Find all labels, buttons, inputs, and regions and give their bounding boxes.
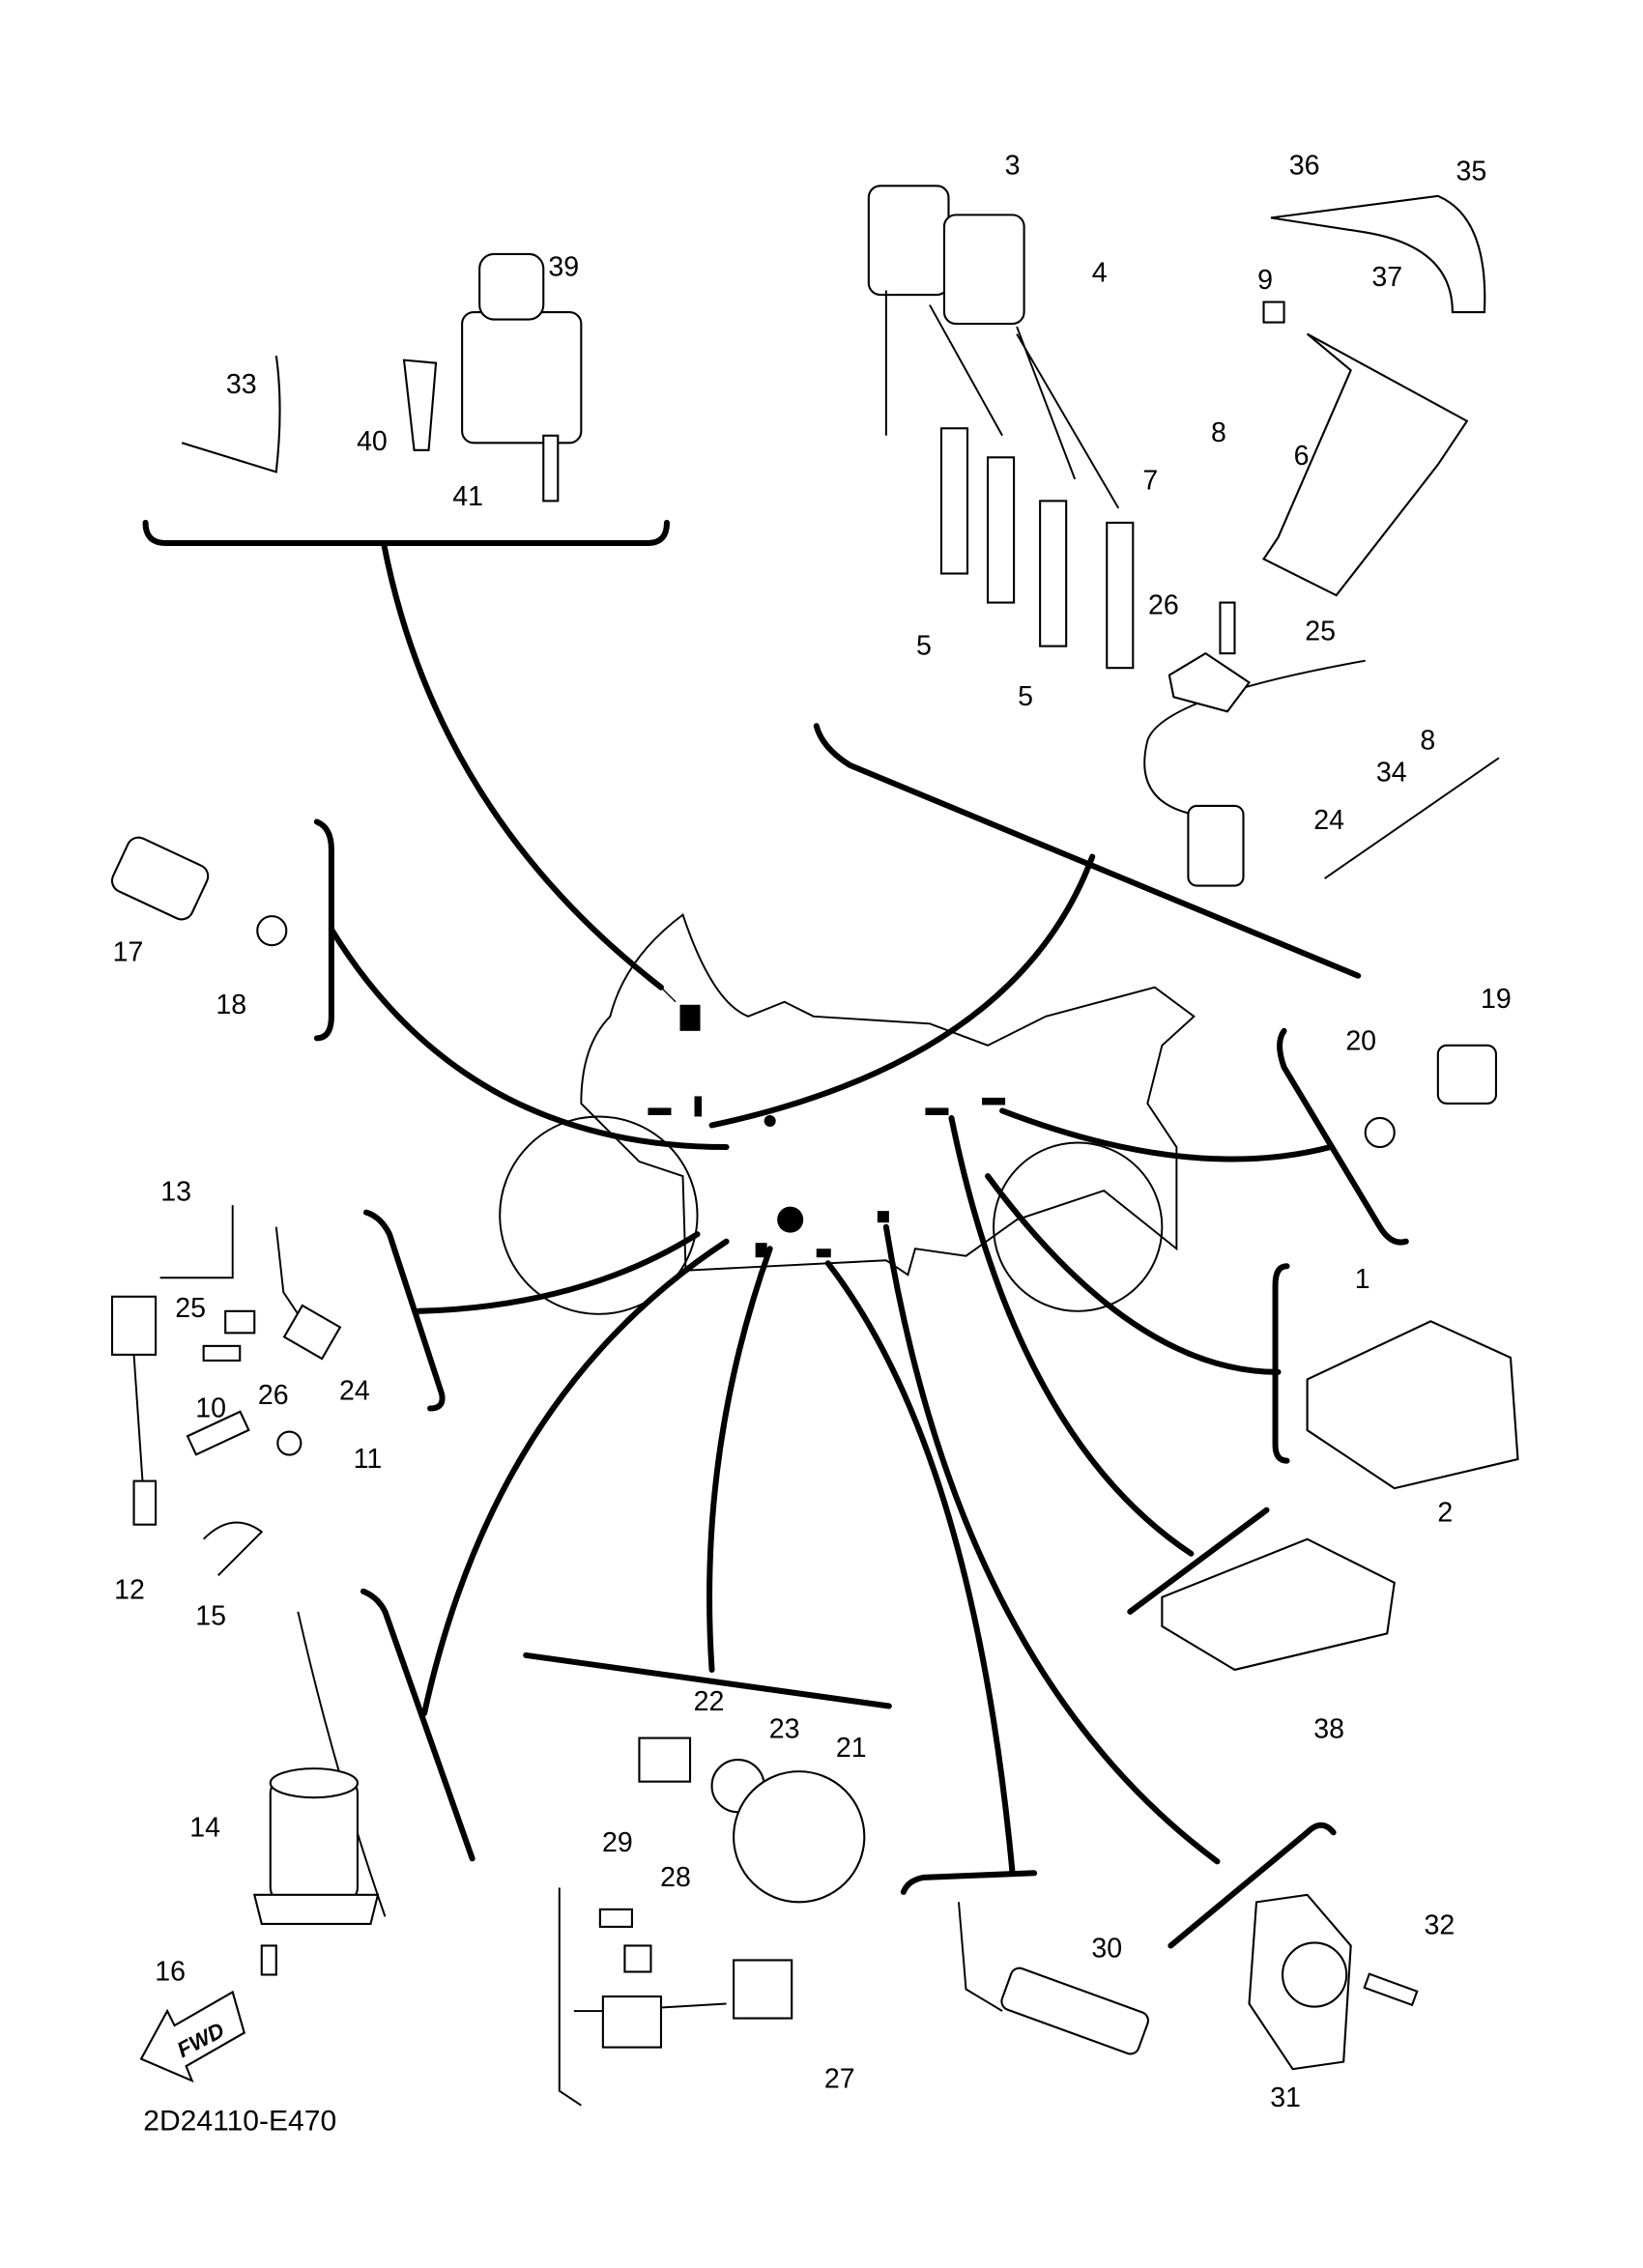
callout-21: 21	[836, 1733, 867, 1764]
callout-24: 24	[339, 1375, 370, 1406]
callout-31: 31	[1270, 2082, 1301, 2113]
callout-8: 8	[1211, 417, 1226, 448]
callout-41: 41	[452, 481, 483, 512]
callout-27: 27	[824, 2064, 855, 2095]
callout-22: 22	[694, 1686, 725, 1717]
crank-sensor	[733, 1959, 793, 2020]
callout-18: 18	[216, 990, 246, 1020]
callout-20: 20	[1345, 1025, 1376, 1056]
callout-5: 5	[1018, 681, 1033, 712]
callout-25: 25	[175, 1293, 206, 1324]
callout-29: 29	[602, 1827, 633, 1858]
callout-14: 14	[189, 1813, 220, 1844]
callout-11: 11	[354, 1444, 383, 1475]
callout-25: 25	[1305, 617, 1336, 647]
group-brackets	[142, 519, 1409, 1949]
sensor	[1187, 804, 1245, 887]
callout-2: 2	[1437, 1498, 1453, 1529]
callout-10: 10	[195, 1392, 226, 1423]
callout-3: 3	[1005, 150, 1021, 181]
callout-26: 26	[258, 1380, 289, 1411]
callout-6: 6	[1294, 441, 1310, 472]
motorcycle-outline	[499, 913, 1196, 1315]
callout-7: 7	[1142, 465, 1158, 496]
callout-26: 26	[1148, 590, 1179, 621]
o2-sensor	[1000, 1967, 1150, 2055]
leader-lines	[328, 539, 1334, 1877]
callout-13: 13	[160, 1177, 191, 1208]
callout-12: 12	[114, 1574, 145, 1605]
ignition-coil	[942, 214, 1025, 326]
main-switch	[461, 310, 583, 445]
callout-9: 9	[1257, 265, 1273, 296]
temperature-sensor	[110, 836, 210, 921]
callout-23: 23	[769, 1714, 800, 1745]
callout-28: 28	[660, 1862, 691, 1893]
callout-38: 38	[1313, 1714, 1344, 1745]
ecu	[1306, 1320, 1519, 1490]
callout-19: 19	[1481, 984, 1512, 1015]
callout-16: 16	[155, 1956, 186, 1987]
parts	[110, 185, 1519, 2107]
callout-24: 24	[1313, 805, 1344, 836]
callout-36: 36	[1289, 150, 1320, 181]
pressure-sensor	[1436, 1044, 1497, 1105]
callout-5: 5	[916, 631, 932, 662]
callout-37: 37	[1371, 262, 1402, 293]
callouts: 3 4 36 35 39 9 37 33 40 8 7 6 41 25 26 5…	[113, 150, 1512, 2113]
forward-arrow-icon: FWD	[139, 1990, 245, 2083]
callout-8: 8	[1420, 725, 1435, 756]
callout-15: 15	[195, 1600, 226, 1631]
callout-33: 33	[226, 369, 257, 400]
diagram-code: 2D24110-E470	[143, 2105, 336, 2137]
callout-17: 17	[113, 937, 144, 968]
callout-32: 32	[1424, 1909, 1455, 1940]
ignition-coil	[867, 185, 950, 297]
callout-30: 30	[1091, 1933, 1122, 1964]
callout-35: 35	[1456, 156, 1487, 187]
control-unit	[1161, 1537, 1396, 1672]
callout-1: 1	[1355, 1264, 1370, 1295]
callout-40: 40	[357, 426, 388, 457]
callout-39: 39	[548, 251, 579, 282]
callout-4: 4	[1092, 257, 1108, 288]
callout-34: 34	[1376, 757, 1407, 788]
